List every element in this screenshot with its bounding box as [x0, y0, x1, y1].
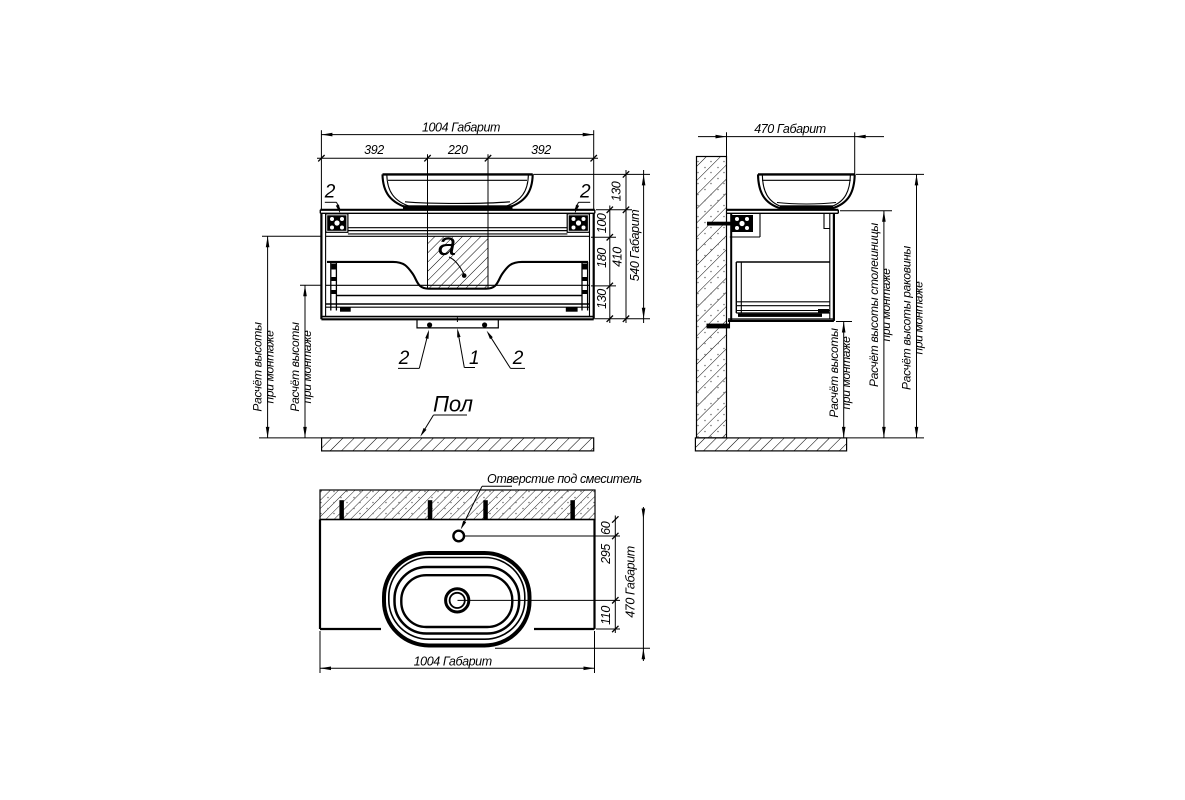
svg-text:392: 392	[364, 143, 384, 157]
svg-text:Расчёт высоты: Расчёт высоты	[288, 322, 302, 412]
svg-text:a: a	[438, 225, 456, 262]
svg-text:Расчёт высоты: Расчёт высоты	[827, 328, 841, 418]
svg-text:540 Габарит: 540 Габарит	[628, 210, 642, 282]
svg-text:2: 2	[512, 348, 524, 369]
svg-text:1004 Габарит: 1004 Габарит	[422, 120, 500, 134]
svg-text:Расчёт высоты столешницы: Расчёт высоты столешницы	[867, 223, 881, 387]
svg-text:295: 295	[599, 544, 613, 565]
svg-text:при монтаже: при монтаже	[263, 330, 277, 404]
svg-text:при монтаже: при монтаже	[912, 281, 926, 355]
svg-text:100: 100	[595, 213, 609, 233]
svg-text:470 Габарит: 470 Габарит	[754, 122, 826, 136]
svg-text:60: 60	[599, 521, 613, 535]
svg-text:при монтаже: при монтаже	[879, 268, 893, 342]
svg-text:220: 220	[447, 143, 468, 157]
svg-text:1: 1	[469, 348, 480, 369]
svg-text:180: 180	[595, 248, 609, 268]
svg-text:2: 2	[324, 182, 336, 203]
svg-text:Расчёт высоты раковины: Расчёт высоты раковины	[900, 246, 914, 390]
svg-text:110: 110	[599, 606, 613, 625]
svg-text:130: 130	[595, 289, 609, 309]
svg-text:2: 2	[398, 348, 410, 369]
svg-text:470 Габарит: 470 Габарит	[624, 546, 638, 618]
svg-text:1004 Габарит: 1004 Габарит	[414, 654, 492, 668]
svg-text:392: 392	[531, 143, 551, 157]
svg-text:410: 410	[611, 247, 625, 267]
svg-text:при монтаже: при монтаже	[300, 330, 314, 404]
svg-text:130: 130	[610, 181, 624, 201]
svg-text:Пол: Пол	[433, 392, 473, 417]
svg-text:Отверстие под смеситель: Отверстие под смеситель	[487, 472, 642, 486]
svg-text:2: 2	[579, 182, 591, 203]
svg-text:при монтаже: при монтаже	[839, 336, 853, 410]
svg-text:Расчёт высоты: Расчёт высоты	[251, 322, 265, 412]
